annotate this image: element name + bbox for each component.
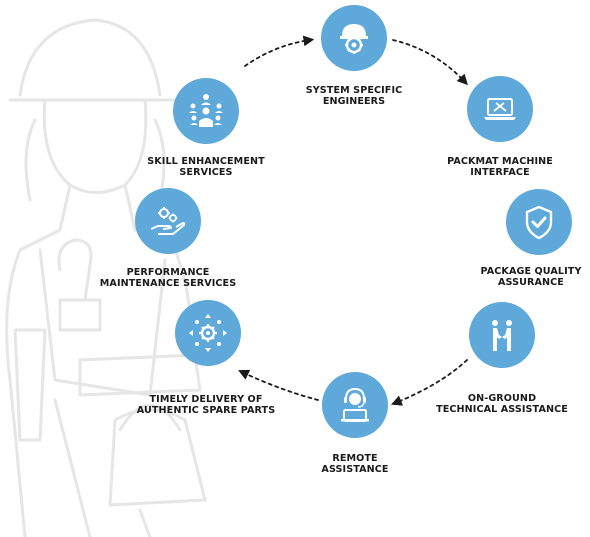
arrow-remote-to-delivery: [238, 369, 319, 401]
node-timely-delivery-spare-parts[interactable]: [175, 300, 241, 366]
hand-gears-icon: [150, 207, 186, 235]
arrow-engineers-to-interface: [392, 39, 468, 86]
people-network-icon: [189, 94, 223, 127]
handshake-people-icon: [492, 320, 512, 351]
gears-arrows-icon: [189, 314, 227, 352]
node-packmat-machine-interface[interactable]: [467, 76, 533, 142]
node-on-ground-technical-assistance[interactable]: [469, 302, 535, 368]
engineer-hardhat-icon: [340, 24, 368, 54]
node-system-specific-engineers[interactable]: [321, 5, 387, 71]
arrow-skill-to-engineers: [244, 35, 315, 67]
label-skill-enhancement-services: SKILL ENHANCEMENT SERVICES: [147, 156, 265, 178]
label-timely-delivery-spare-parts: TIMELY DELIVERY OF AUTHENTIC SPARE PARTS: [136, 394, 276, 416]
label-on-ground-technical-assistance: ON-GROUND TECHNICAL ASSISTANCE: [436, 393, 568, 415]
arrow-onground-to-remote: [390, 359, 468, 406]
label-system-specific-engineers: SYSTEM SPECIFIC ENGINEERS: [305, 85, 403, 107]
label-remote-assistance: REMOTE ASSISTANCE: [321, 453, 389, 475]
node-package-quality-assurance[interactable]: [506, 189, 572, 255]
node-performance-maintenance-services[interactable]: [135, 188, 201, 254]
shield-check-icon: [525, 205, 553, 240]
node-skill-enhancement-services[interactable]: [173, 78, 239, 144]
label-package-quality-assurance: PACKAGE QUALITY ASSURANCE: [480, 266, 582, 288]
label-packmat-machine-interface: PACKMAT MACHINE INTERFACE: [447, 156, 553, 178]
label-performance-maintenance-services: PERFORMANCE MAINTENANCE SERVICES: [99, 267, 237, 289]
laptop-tools-icon: [484, 98, 516, 120]
headset-agent-icon: [341, 387, 369, 422]
node-remote-assistance[interactable]: [322, 372, 388, 438]
